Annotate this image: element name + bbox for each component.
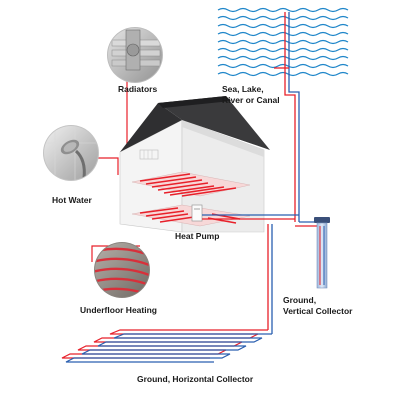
water-label-line2: River or Canal bbox=[222, 95, 280, 105]
hot-water-label: Hot Water bbox=[52, 195, 93, 205]
horizontal-collector bbox=[61, 329, 272, 363]
shower-photo-icon bbox=[43, 125, 99, 181]
horizontal-collector-label: Ground, Horizontal Collector bbox=[137, 374, 254, 384]
water-pipes bbox=[274, 12, 300, 222]
upper-floor-pipes bbox=[139, 173, 237, 197]
water-label-line1: Sea, Lake, bbox=[222, 84, 264, 94]
water-waves bbox=[217, 7, 349, 77]
roof-side bbox=[120, 103, 182, 152]
heat-pump-unit bbox=[191, 204, 203, 222]
house bbox=[119, 96, 270, 233]
heat-pump-label: Heat Pump bbox=[175, 231, 219, 241]
radiators-label: Radiators bbox=[118, 84, 157, 94]
vertical-collector-label-line2: Vertical Collector bbox=[283, 306, 353, 316]
house-pipes bbox=[202, 214, 299, 220]
underfloor-heating-label: Underfloor Heating bbox=[80, 305, 157, 315]
horizontal-feed-pipes bbox=[267, 224, 273, 334]
vertical-collector bbox=[295, 217, 330, 289]
underfloor-pipes-photo-icon bbox=[94, 242, 150, 298]
radiator-photo-icon bbox=[107, 27, 163, 83]
house-radiator bbox=[139, 149, 159, 160]
roof bbox=[158, 96, 270, 150]
vertical-collector-label-line1: Ground, bbox=[283, 295, 316, 305]
